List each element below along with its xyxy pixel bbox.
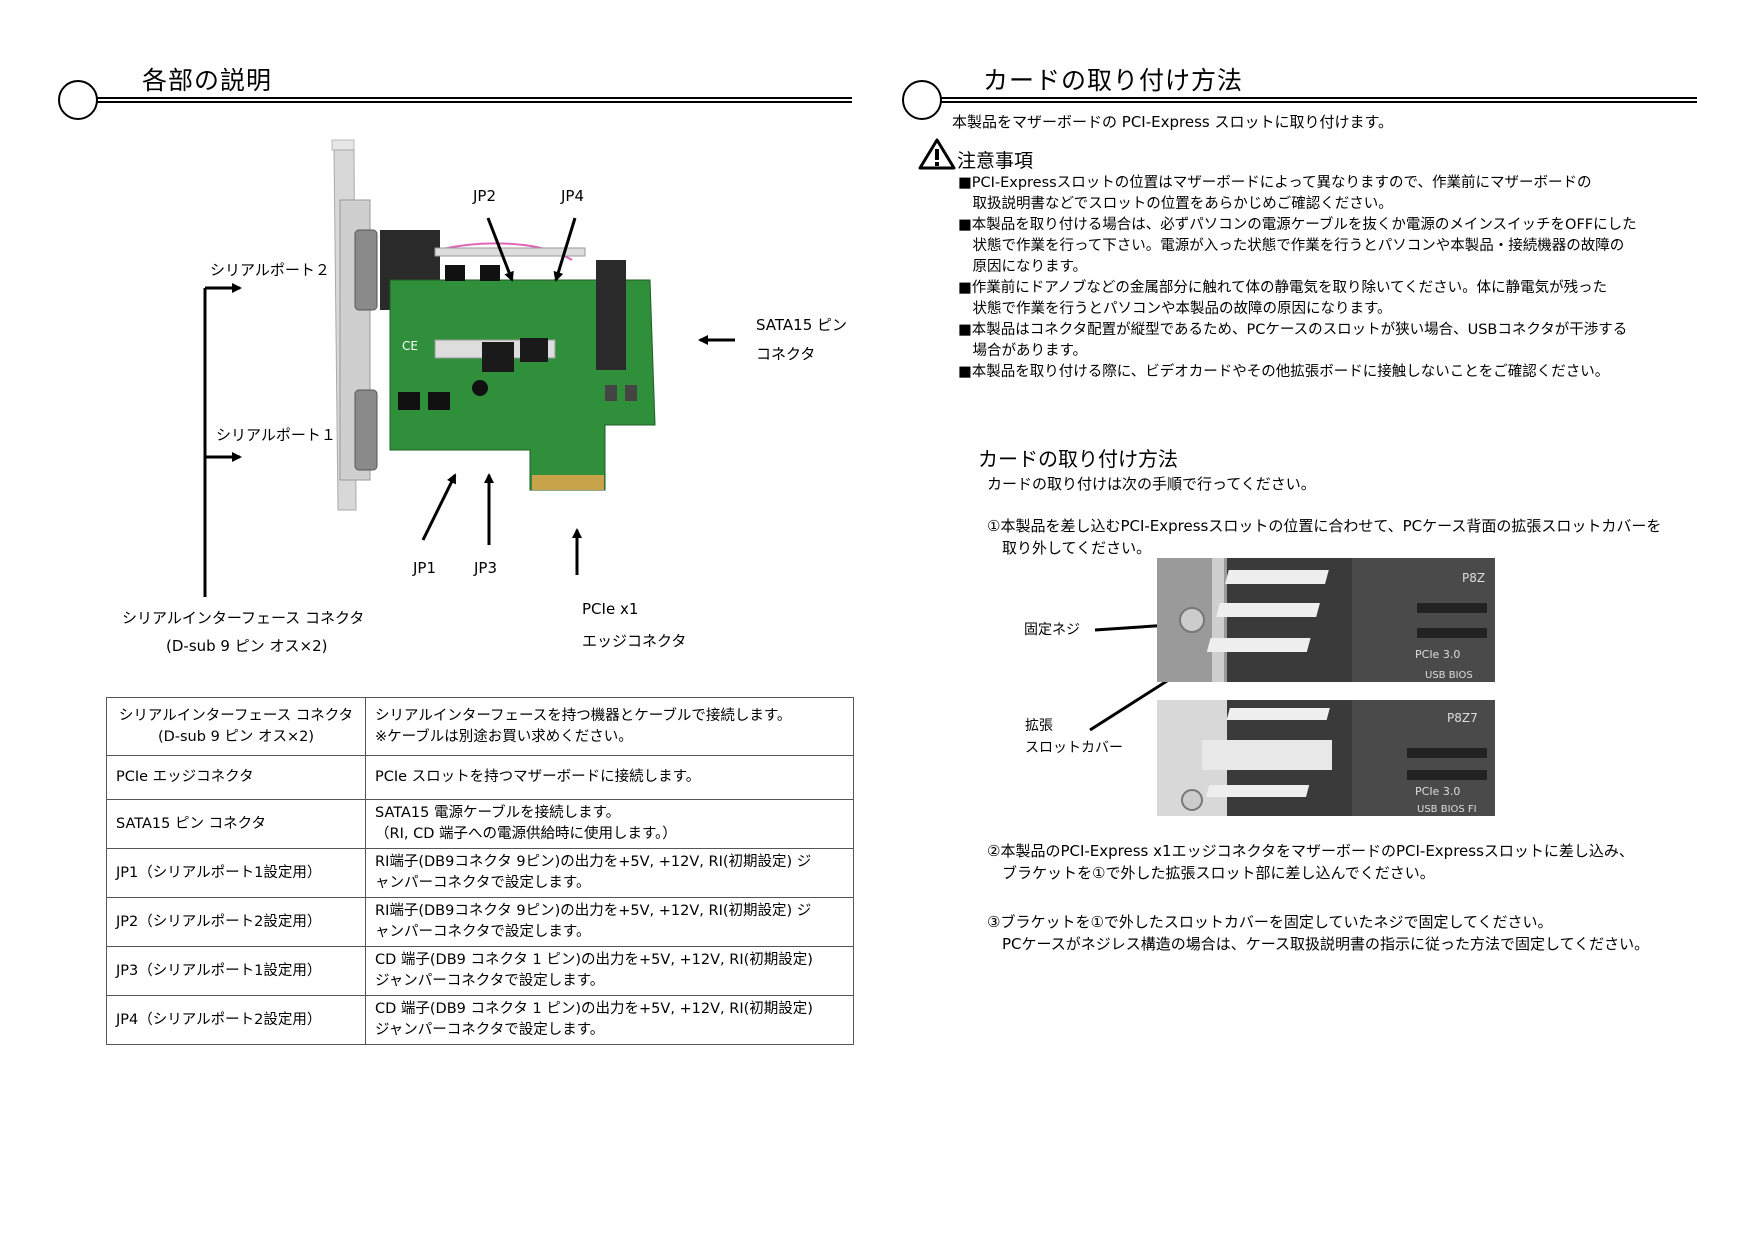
notice-line: ■PCI-Expressスロットの位置はマザーボードによって異なりますので、作業… [958, 175, 1592, 191]
notice-line: 状態で作業を行って下さい。電源が入った状態で作業を行うとパソコンや本製品・接続機… [958, 238, 1625, 254]
label-jp2: JP2 [473, 187, 497, 205]
notice-line: ■本製品を取り付ける際に、ビデオカードやその他拡張ボードに接触しないことをご確認… [958, 364, 1610, 380]
label-serial-port-2: シリアルポート２ [210, 261, 330, 279]
label-serial-if-line2: (D-sub 9 ピン オス×2) [166, 637, 328, 655]
table-cell-desc: RI端子(DB9コネクタ 9ピン)の出力を+5V, +12V, RI(初期設定)… [365, 848, 854, 898]
notice-line: ■本製品を取り付ける場合は、必ずパソコンの電源ケーブルを抜くか電源のメインスイッ… [958, 217, 1637, 233]
notice-line: ■本製品はコネクタ配置が縦型であるため、PCケースのスロットが狭い場合、USBコ… [958, 322, 1628, 338]
label-jp1: JP1 [413, 559, 437, 577]
photo-cover: P8Z7 PCIe 3.0 USB BIOS FI [1157, 700, 1495, 816]
notice-title: 注意事項 [957, 150, 1034, 172]
photo-screw: P8Z PCIe 3.0 USB BIOS [1157, 558, 1495, 682]
label-pcie-line1: PCIe x1 [582, 600, 639, 618]
label-jp3: JP3 [474, 559, 498, 577]
label-sata-line1: SATA15 ピン [756, 316, 848, 334]
table-row: JP2（シリアルポート2設定用） RI端子(DB9コネクタ 9ピン)の出力を+5… [106, 897, 854, 947]
notice-line: 取扱説明書などでスロットの位置をあらかじめご確認ください。 [958, 196, 1393, 212]
header-rule [925, 97, 1697, 103]
notice-line: 場合があります。 [958, 343, 1088, 359]
step-3: ③ブラケットを①で外したスロットカバーを固定していたネジで固定してください。 P… [987, 913, 1650, 953]
photo-text-bios-2: USB BIOS FI [1417, 804, 1477, 815]
label-screw: 固定ネジ [1024, 622, 1080, 638]
label-serial-if-line1: シリアルインターフェース コネクタ [122, 609, 365, 627]
table-row: JP4（シリアルポート2設定用） CD 端子(DB9 コネクタ 1 ピン)の出力… [106, 995, 854, 1045]
table-cell-desc: SATA15 電源ケーブルを接続します。 （RI, CD 端子への電源供給時に使… [365, 799, 854, 849]
card-illustration: CE [331, 139, 656, 511]
notice-line: ■作業前にドアノブなどの金属部分に触れて体の静電気を取り除いてください。体に静電… [958, 280, 1608, 296]
table-cell-desc: RI端子(DB9コネクタ 9ピン)の出力を+5V, +12V, RI(初期設定)… [365, 897, 854, 947]
header-rule [80, 97, 852, 103]
table-cell-name: JP2（シリアルポート2設定用） [106, 897, 366, 947]
table-cell-name: PCIe エッジコネクタ [106, 755, 366, 800]
table-cell-desc: PCIe スロットを持つマザーボードに接続します。 [365, 755, 854, 800]
table-row: SATA15 ピン コネクタ SATA15 電源ケーブルを接続します。 （RI,… [106, 799, 854, 849]
install-subtitle: カードの取り付け方法 [978, 447, 1178, 471]
label-cover-line1: 拡張 [1025, 718, 1053, 734]
install-sub-intro: カードの取り付けは次の手順で行ってください。 [987, 475, 1316, 493]
table-cell-desc: CD 端子(DB9 コネクタ 1 ピン)の出力を+5V, +12V, RI(初期… [365, 995, 854, 1045]
table-row: シリアルインターフェース コネクタ (D-sub 9 ピン オス×2) シリアル… [106, 697, 854, 756]
header-circle [58, 80, 98, 120]
header-circle [902, 80, 942, 120]
notice-list: ■PCI-Expressスロットの位置はマザーボードによって異なりますので、作業… [958, 173, 1637, 383]
table-cell-name: シリアルインターフェース コネクタ (D-sub 9 ピン オス×2) [106, 697, 366, 756]
label-pcie-line2: エッジコネクタ [582, 632, 687, 650]
right-section-title: カードの取り付け方法 [983, 66, 1244, 95]
table-row: JP1（シリアルポート1設定用） RI端子(DB9コネクタ 9ピン)の出力を+5… [106, 848, 854, 898]
table-cell-name: JP3（シリアルポート1設定用） [106, 946, 366, 996]
notice-line: 状態で作業を行うとパソコンや本製品の故障の原因になります。 [958, 301, 1392, 317]
label-serial-port-1: シリアルポート１ [216, 426, 336, 444]
photo-text-board-id-2: P8Z7 [1447, 711, 1478, 725]
warning-icon [918, 138, 956, 170]
photo-text-board-id: P8Z [1462, 571, 1485, 585]
step-2: ②本製品のPCI-Express x1エッジコネクタをマザーボードのPCI-Ex… [987, 842, 1634, 882]
spec-table: シリアルインターフェース コネクタ (D-sub 9 ピン オス×2) シリアル… [106, 697, 854, 1045]
step-1: ①本製品を差し込むPCI-Expressスロットの位置に合わせて、PCケース背面… [987, 517, 1662, 557]
ce-mark: CE [402, 339, 418, 353]
photo-text-pcie-2: PCIe 3.0 [1415, 785, 1460, 798]
table-cell-desc: CD 端子(DB9 コネクタ 1 ピン)の出力を+5V, +12V, RI(初期… [365, 946, 854, 996]
table-cell-desc: シリアルインターフェースを持つ機器とケーブルで接続します。 ※ケーブルは別途お買… [365, 697, 854, 756]
table-cell-name: JP1（シリアルポート1設定用） [106, 848, 366, 898]
label-jp4: JP4 [561, 187, 585, 205]
notice-line: 原因になります。 [958, 259, 1088, 275]
left-section-title: 各部の説明 [142, 66, 273, 95]
install-intro: 本製品をマザーボードの PCI-Express スロットに取り付けます。 [952, 113, 1393, 131]
label-sata-line2: コネクタ [756, 345, 816, 363]
table-row: PCIe エッジコネクタ PCIe スロットを持つマザーボードに接続します。 [106, 755, 854, 800]
table-row: JP3（シリアルポート1設定用） CD 端子(DB9 コネクタ 1 ピン)の出力… [106, 946, 854, 996]
table-cell-name: JP4（シリアルポート2設定用） [106, 995, 366, 1045]
table-cell-name: SATA15 ピン コネクタ [106, 799, 366, 849]
label-cover-line2: スロットカバー [1025, 740, 1123, 756]
photo-text-bios: USB BIOS [1425, 670, 1473, 681]
photo-text-pcie: PCIe 3.0 [1415, 648, 1460, 661]
